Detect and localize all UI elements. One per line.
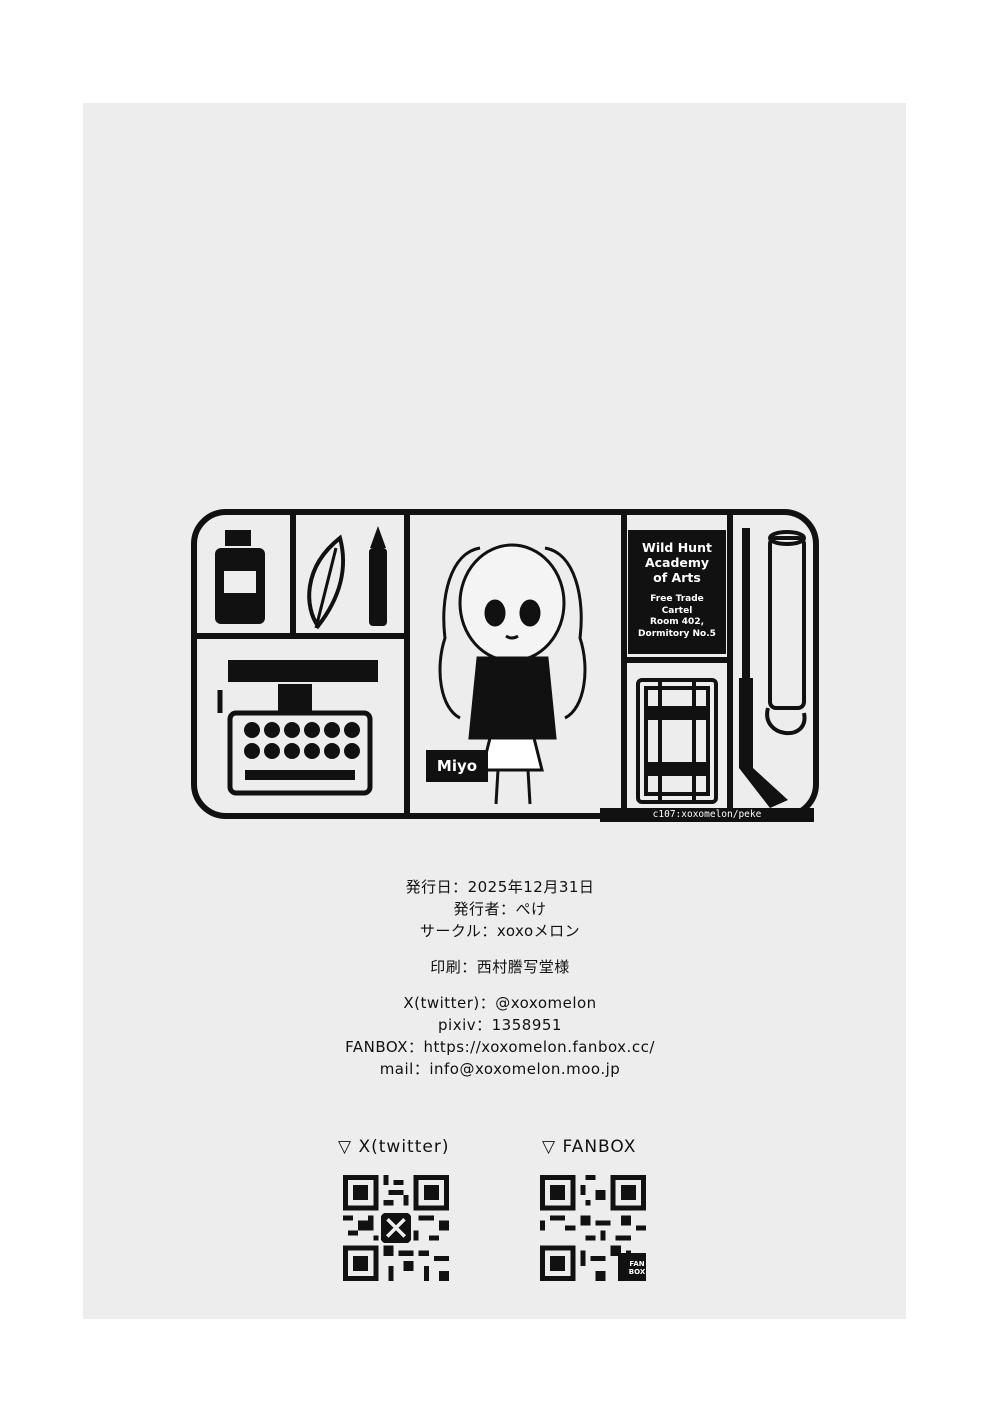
- model-kit-sprue-illustration: Wild Hunt Academy of Arts Free Trade Car…: [190, 508, 820, 822]
- mail-address: mail：info@xoxomelon.moo.jp: [379, 1060, 621, 1078]
- academy-line: Wild Hunt: [642, 540, 712, 555]
- address-line: Free Trade: [650, 594, 704, 604]
- credit-tag: c107:xoxomelon/peke: [600, 808, 814, 822]
- ink-bottle-icon: [215, 530, 265, 624]
- circle-name: サークル：xoxoメロン: [419, 922, 581, 940]
- twitter-handle: X(twitter)：@xoxomelon: [403, 994, 597, 1012]
- address-line: Room 402,: [649, 617, 704, 627]
- fanbox-qr-code[interactable]: [540, 1175, 646, 1281]
- academy-name: Wild Hunt Academy of Arts: [628, 540, 726, 585]
- sprue-frame: [191, 509, 819, 819]
- name-tag-background: [426, 750, 488, 782]
- twitter-qr-code[interactable]: [343, 1175, 449, 1281]
- typewriter-icon: [217, 660, 378, 796]
- fountain-pen-icon: [369, 526, 387, 626]
- fanbox-badge: FAN BOX: [627, 1260, 647, 1276]
- address-line: Cartel: [661, 605, 693, 616]
- fanbox-url: FANBOX：https://xoxomelon.fanbox.cc/: [345, 1038, 655, 1056]
- printer: 印刷：西村謄写堂様: [430, 958, 570, 976]
- academy-address: Free Trade Cartel Room 402, Dormitory No…: [628, 594, 726, 640]
- fanbox-badge-line: BOX: [628, 1268, 646, 1276]
- academy-line: of Arts: [653, 570, 701, 585]
- academy-line: Academy: [644, 555, 710, 570]
- feather-quill-icon: [307, 534, 345, 630]
- suitcase-icon: [636, 678, 718, 804]
- scroll-icon: [765, 530, 807, 736]
- fanbox-badge-line: FAN: [629, 1260, 645, 1268]
- rifle-icon: [739, 528, 788, 808]
- chibi-character-miyo-illustration: [438, 543, 587, 805]
- pixiv-id: pixiv：1358951: [438, 1016, 562, 1034]
- academy-sign-background: [628, 530, 726, 654]
- twitter-qr-label: ▽ X(twitter): [338, 1137, 450, 1157]
- fanbox-qr-label: ▽ FANBOX: [542, 1137, 637, 1157]
- address-line: Dormitory No.5: [638, 628, 716, 639]
- publisher: 発行者：ぺけ: [453, 900, 547, 918]
- publish-date: 発行日：2025年12月31日: [405, 878, 595, 896]
- colophon: 発行日：2025年12月31日 発行者：ぺけ サークル：xoxoメロン 印刷：西…: [200, 876, 800, 1080]
- character-name-label: Miyo: [436, 757, 478, 775]
